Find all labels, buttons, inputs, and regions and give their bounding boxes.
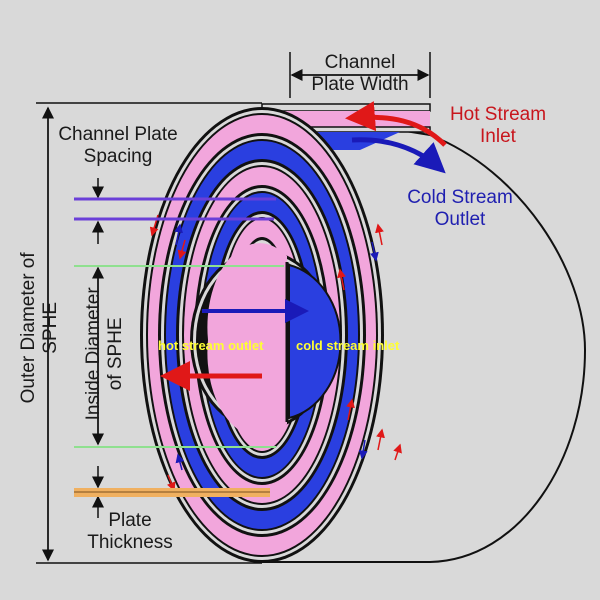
label-line: Plate Width <box>311 73 409 95</box>
label-line: Channel <box>324 52 396 73</box>
label-line: Spacing <box>83 145 153 167</box>
label-line: Hot Stream <box>449 104 547 125</box>
dimension-lines <box>36 52 431 564</box>
label-line: Inlet <box>480 125 516 147</box>
flow-direction-arrows <box>149 214 402 492</box>
channel-plate-spacing-label: Channel Plate Spacing <box>48 124 188 168</box>
outer-diameter-label: Outer Diameter of SPHE <box>18 238 62 418</box>
hot-stream-outlet-label: hot stream outlet <box>158 338 264 353</box>
inside-diameter-label: Inside Diameter of SPHE <box>83 279 127 429</box>
channel-plate-width-label: Channel Plate Width <box>300 52 420 96</box>
hot-stream-inlet-arrow <box>345 101 447 147</box>
cold-stream-outlet-label: Cold Stream Outlet <box>390 187 530 231</box>
label-line: Thickness <box>87 531 173 553</box>
label-line: SPHE <box>40 301 61 354</box>
cold-stream-inlet-label: cold stream inlet <box>296 338 400 353</box>
label-line: Outlet <box>434 208 486 230</box>
label-line: Plate <box>108 510 152 531</box>
label-line: Inside Diameter <box>83 287 105 421</box>
label-line: Outer Diameter of <box>18 252 40 404</box>
core <box>190 243 342 437</box>
plate-thickness-label: Plate Thickness <box>70 510 190 554</box>
cold-stream-outlet-arrow <box>351 137 446 174</box>
label-line: Channel Plate <box>58 124 178 145</box>
hot-stream-inlet-label: Hot Stream Inlet <box>438 104 558 148</box>
label-line: of SPHE <box>105 317 126 391</box>
label-line: Cold Stream <box>407 187 513 208</box>
